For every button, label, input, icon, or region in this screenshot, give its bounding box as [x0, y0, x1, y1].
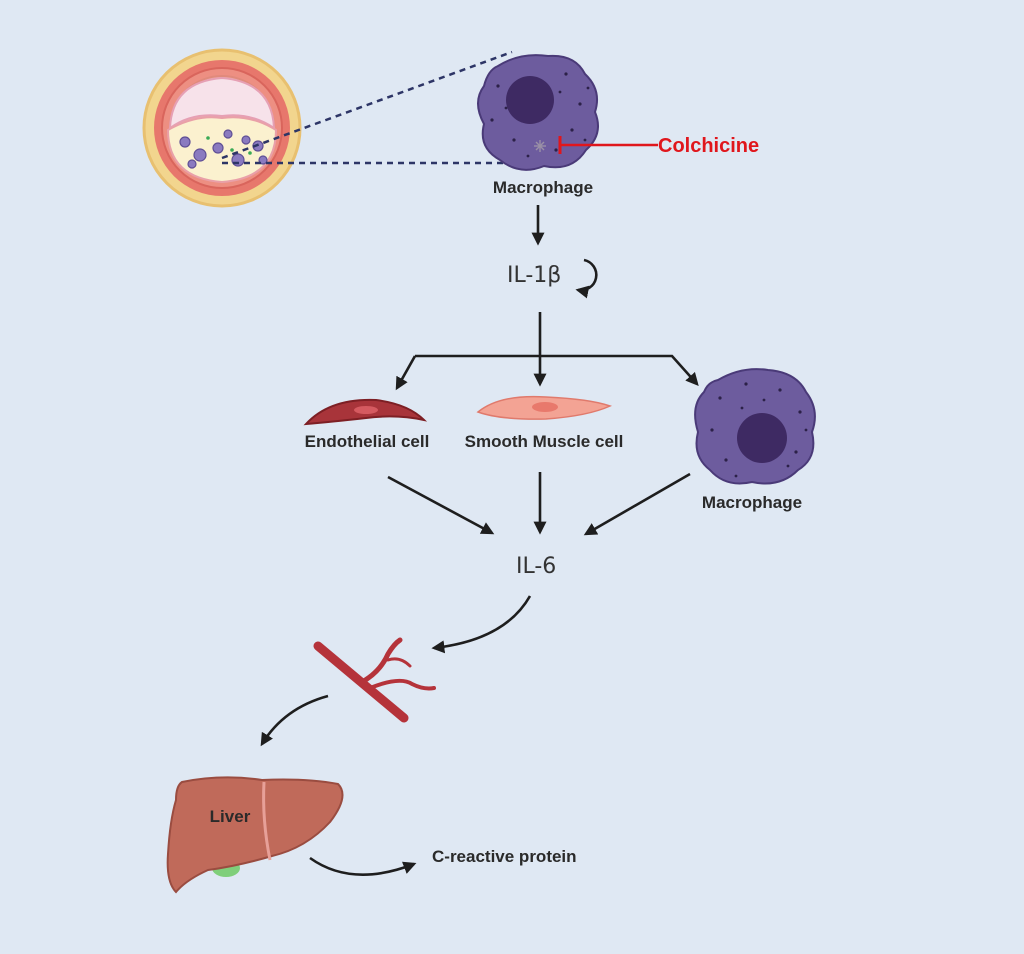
arrow-il1b-to-endothelial	[395, 355, 417, 391]
smooth-muscle-label: Smooth Muscle cell	[465, 432, 624, 451]
endothelial-cell-icon	[303, 398, 428, 426]
liver-label: Liver	[210, 807, 251, 826]
arrow-liver-to-crp	[309, 856, 417, 876]
arrow-vessel-to-liver	[260, 694, 329, 747]
inflammasome-icon	[534, 140, 546, 152]
smooth-muscle-cell-icon	[476, 395, 613, 420]
colchicine-label: Colchicine	[658, 135, 759, 157]
macrophage-cell-icon	[477, 54, 599, 171]
arrow-il6-to-vessel	[431, 595, 532, 654]
endothelial-label: Endothelial cell	[305, 432, 430, 451]
artery-cross-section-icon	[142, 48, 302, 208]
arrow-endothelial-to-il6	[387, 475, 495, 535]
arrow-il1b-to-macrophage	[415, 354, 699, 386]
macrophage-top-label: Macrophage	[493, 178, 593, 197]
crp-label: C-reactive protein	[432, 847, 577, 866]
arrow-macrophage-to-il6	[583, 472, 691, 536]
blood-vessel-icon	[313, 637, 436, 723]
il6-label: IL-6	[516, 554, 556, 579]
macrophage-right-label: Macrophage	[702, 493, 802, 512]
il1b-label: IL-1β	[507, 263, 561, 288]
liver-icon	[166, 776, 344, 894]
zoom-line-upper	[221, 50, 513, 160]
autocrine-loop-arrow	[575, 258, 598, 299]
macrophage-cell-icon	[694, 368, 816, 485]
